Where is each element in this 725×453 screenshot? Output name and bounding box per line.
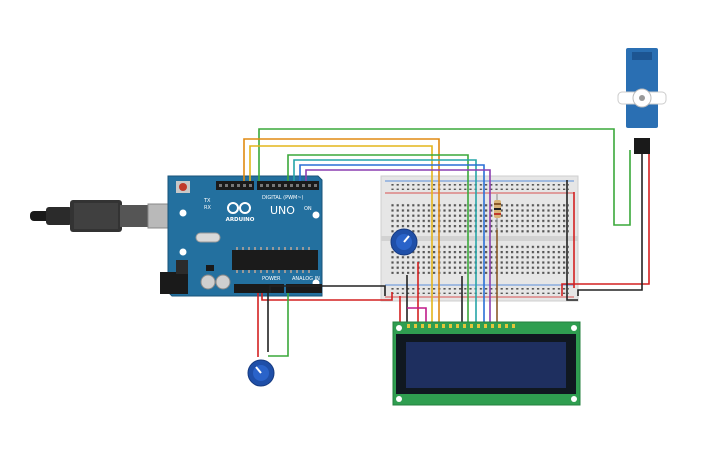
- wire-blue: [299, 164, 485, 326]
- analog-header-label: ANALOG IN: [292, 276, 320, 282]
- wire-teal: [293, 159, 477, 326]
- wire-yellow-1: [249, 145, 433, 326]
- digital-header-label: DIGITAL (PWM~): [262, 195, 304, 201]
- resistor-icon[interactable]: [494, 194, 501, 230]
- wire-pot-signal: [268, 293, 289, 357]
- wire-gnd: [269, 285, 386, 296]
- wire-servo-vcc: [561, 150, 650, 296]
- potentiometer-2-icon[interactable]: [247, 359, 275, 387]
- brand-label: ARDUINO: [226, 217, 255, 223]
- wire-servo-gnd: [577, 150, 643, 296]
- wire-green-2: [287, 154, 469, 326]
- wire-rail-gnd: [566, 180, 578, 301]
- servo-motor-icon[interactable]: [617, 48, 667, 154]
- wire-orange-1: [243, 138, 440, 326]
- lcd-16x2-display[interactable]: [392, 321, 581, 406]
- arduino-logo-icon: [227, 202, 251, 214]
- tx-label: TX: [203, 198, 211, 204]
- power-header-label: POWER: [262, 276, 281, 282]
- wire-servo-signal: [258, 128, 631, 226]
- wires: [243, 128, 650, 357]
- arduino-uno-board[interactable]: DIGITAL (PWM~) TX RX ON ARDUINO UNO: [160, 175, 323, 297]
- wire-5v: [261, 292, 393, 301]
- potentiometer-icon[interactable]: [390, 228, 418, 256]
- model-label: UNO: [270, 204, 295, 217]
- usb-cable-icon[interactable]: [30, 200, 189, 232]
- rx-label: RX: [204, 205, 211, 211]
- wire-purple: [305, 169, 491, 326]
- lcd-screen: [406, 342, 566, 388]
- wire-lcd-contrast: [407, 307, 427, 326]
- on-label: ON: [304, 206, 312, 212]
